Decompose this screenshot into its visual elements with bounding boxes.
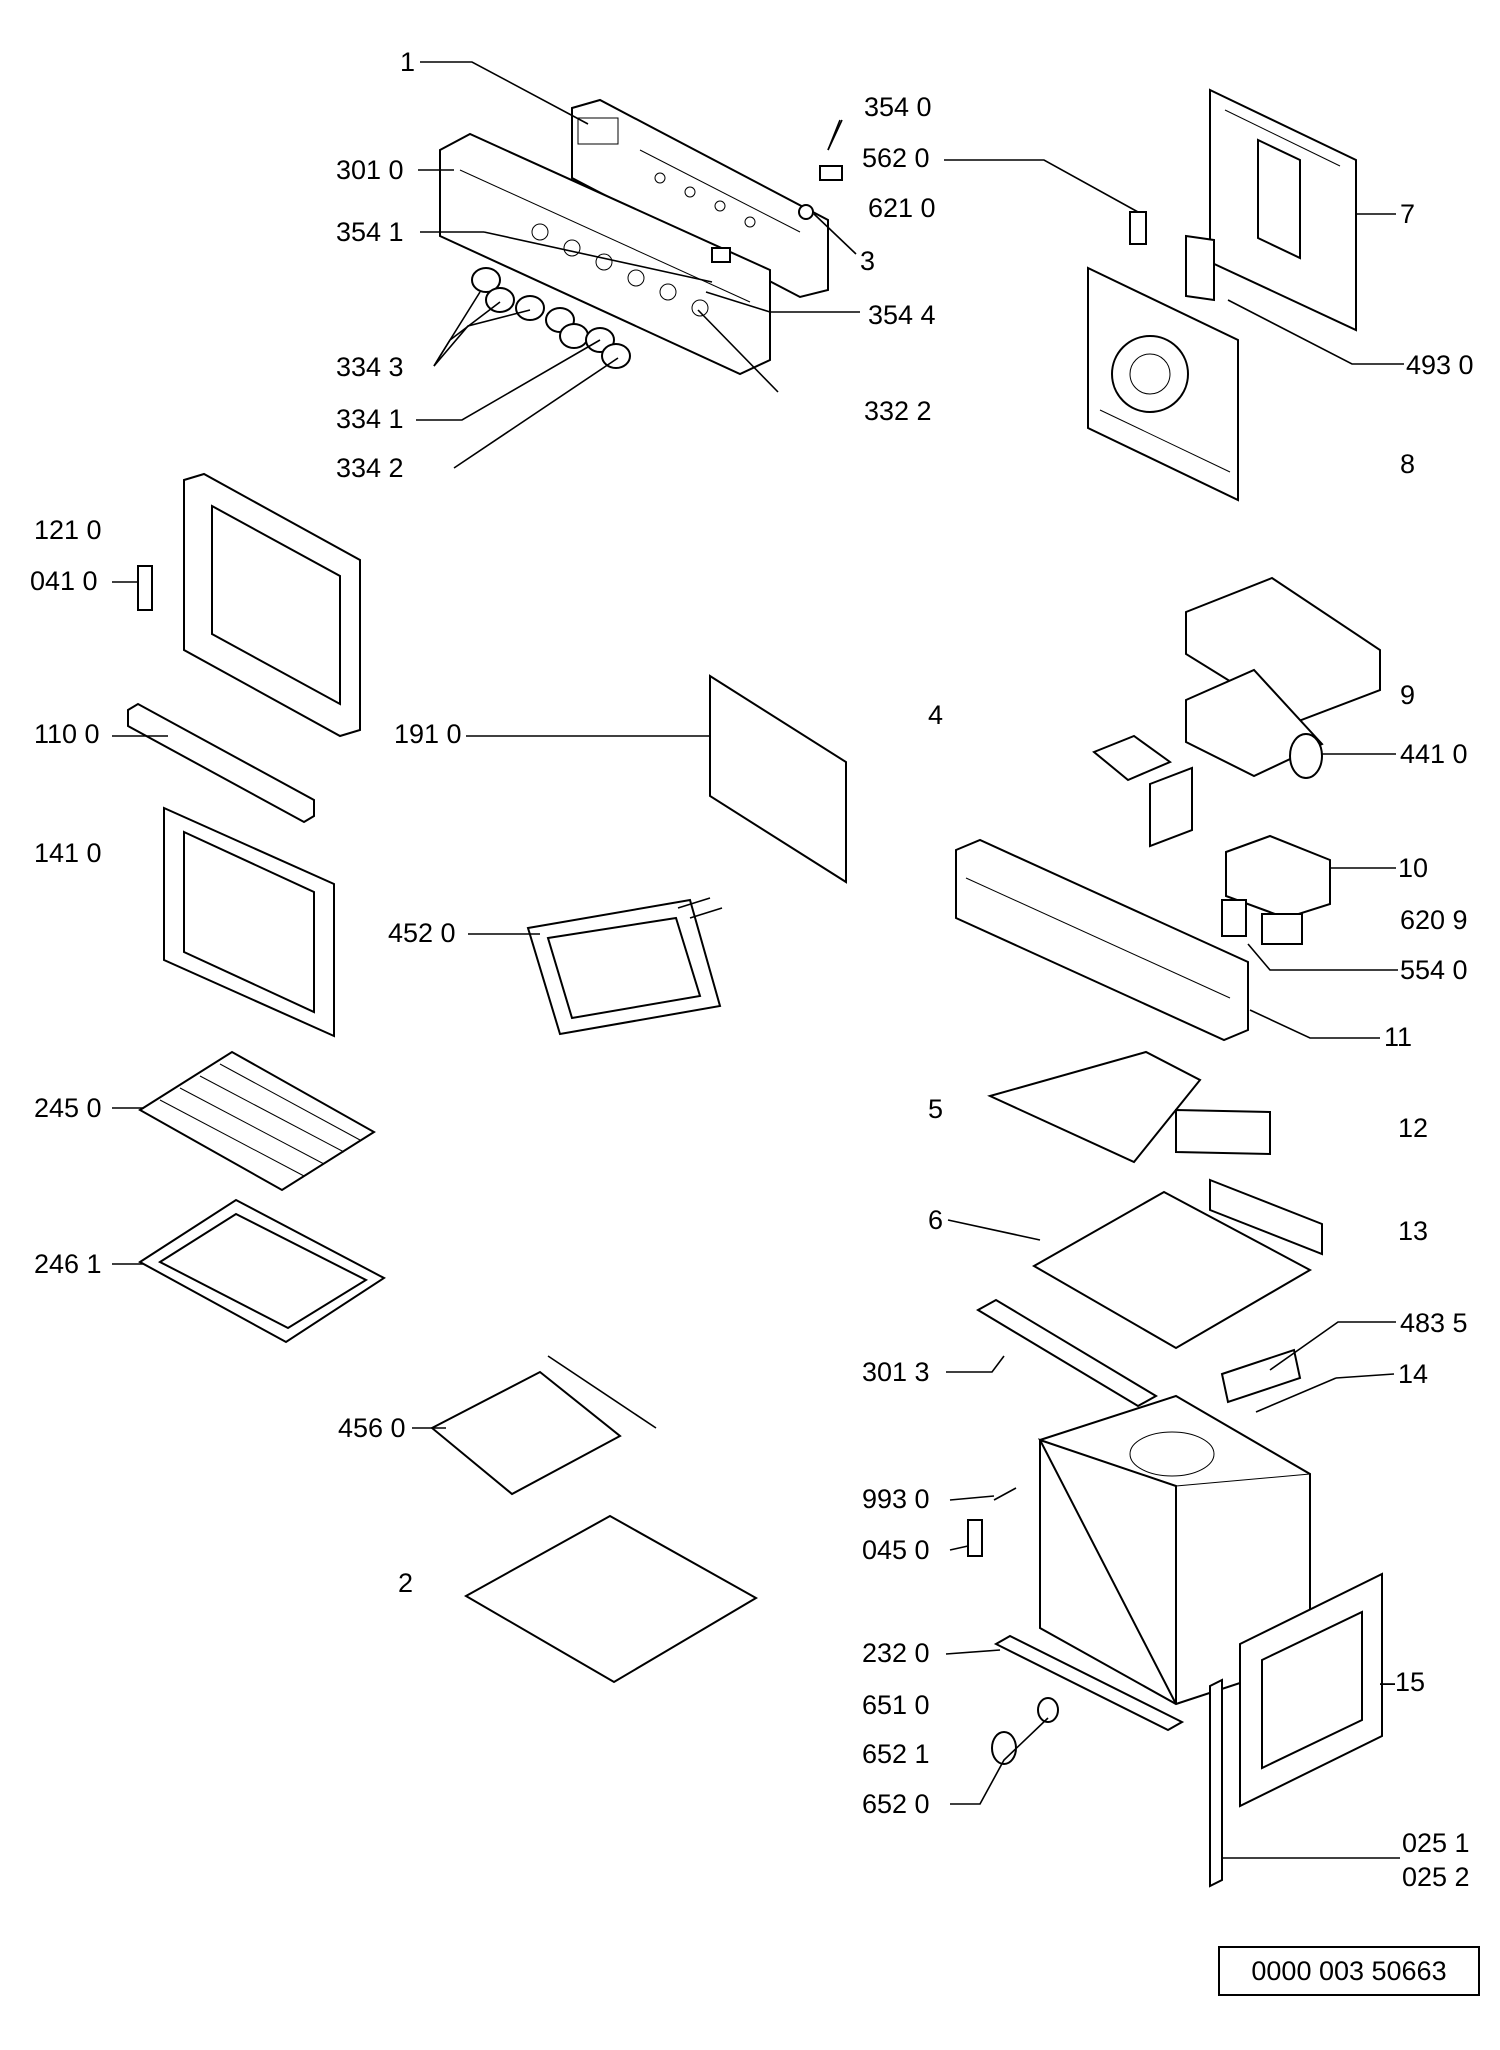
part-label-332-2: 332 2 — [864, 396, 932, 426]
oven-floor-tray — [463, 1514, 759, 1684]
part-label-7: 7 — [1400, 199, 1416, 229]
rear-cover-panel — [1209, 88, 1357, 332]
part-label-354-0: 354 0 — [864, 92, 932, 122]
part-label-045-0: 045 0 — [862, 1535, 930, 1565]
part-label-334-2: 334 2 — [336, 453, 404, 483]
wire-shelf — [138, 1050, 376, 1192]
part-label-334-3: 334 3 — [336, 352, 404, 382]
part-label-4: 4 — [928, 700, 944, 730]
part-label-025-1: 025 1 — [1402, 1828, 1470, 1858]
part-label-1: 1 — [400, 47, 416, 77]
part-label-191-0: 191 0 — [394, 719, 462, 749]
side-trim-strip — [1209, 1678, 1223, 1888]
part-label-141-0: 141 0 — [34, 838, 102, 868]
part-label-15: –15 — [1380, 1667, 1426, 1697]
lamp-assembly — [991, 1697, 1059, 1765]
part-label-452-0: 452 0 — [388, 918, 456, 948]
fan-back-plate — [1087, 266, 1239, 502]
part-label-110-0: 110 0 — [34, 719, 100, 749]
part-label-562-0: 562 0 — [862, 143, 930, 173]
part-label-493-0: 493 0 — [1406, 350, 1474, 380]
fan-cover-top — [1185, 576, 1381, 724]
fan-motor-housing — [1185, 668, 1324, 779]
part-label-8: 8 — [1400, 449, 1416, 479]
part-label-483-5: 483 5 — [1400, 1308, 1468, 1338]
part-label-301-3: 301 3 — [862, 1357, 930, 1387]
part-label-334-1: 334 1 — [336, 404, 404, 434]
part-label-2: 2 — [398, 1568, 414, 1598]
door-frame — [183, 472, 361, 738]
part-label-554-0: 554 0 — [1400, 955, 1468, 985]
part-label-441-0: 441 0 — [1400, 739, 1468, 769]
rack-runner-tray — [430, 1355, 657, 1496]
part-label-9: 9 — [1400, 680, 1416, 710]
part-label-652-0: 652 0 — [862, 1789, 930, 1819]
part-label-354-4: 354 4 — [868, 300, 936, 330]
leader-lines — [112, 61, 1404, 1859]
small-switch-parts — [711, 119, 1147, 263]
terminal-box — [1221, 834, 1331, 945]
baking-tray — [138, 1198, 386, 1344]
document-number-box: 0000 003 50663 — [1218, 1946, 1480, 1996]
inner-door-glass — [163, 806, 335, 1038]
lamp-part — [993, 1487, 1017, 1501]
part-label-3: 3 — [860, 246, 876, 276]
part-label-651-0: 651 0 — [862, 1690, 930, 1720]
part-label-025-2: 025 2 — [1402, 1862, 1470, 1892]
door-hinge — [137, 565, 153, 611]
part-label-456-0: 456 0 — [338, 1413, 406, 1443]
part-label-14: 14 — [1398, 1359, 1429, 1389]
control-knobs — [471, 267, 631, 369]
part-label-621-0: 621 0 — [868, 193, 936, 223]
part-label-6: 6 — [928, 1205, 944, 1235]
grill-element — [526, 897, 723, 1036]
part-label-11: 11 — [1384, 1022, 1413, 1052]
top-heat-shield — [987, 1050, 1202, 1164]
part-label-652-1: 652 1 — [862, 1739, 930, 1769]
fan-bracket — [1185, 234, 1215, 302]
top-bracket — [1175, 1108, 1271, 1156]
part-label-245-0: 245 0 — [34, 1093, 102, 1123]
part-label-620-9: 620 9 — [1400, 905, 1468, 935]
part-label-246-1: 246 1 — [34, 1249, 102, 1279]
rod-14 — [1255, 1377, 1337, 1413]
control-panel-bracket — [571, 98, 829, 299]
oven-top-plate — [1031, 1178, 1323, 1350]
side-panel-frame — [1239, 1572, 1383, 1808]
part-label-993-0: 993 0 — [862, 1484, 930, 1514]
part-label-232-0: 232 0 — [862, 1638, 930, 1668]
cavity-bracket — [967, 1519, 983, 1557]
part-label-301-0: 301 0 — [336, 155, 404, 185]
part-label-121-0: 121 0 — [34, 515, 102, 545]
door-handle — [127, 702, 315, 824]
part-label-12: 12 — [1398, 1113, 1429, 1143]
door-glass-pane — [709, 674, 847, 884]
part-label-354-1: 354 1 — [336, 217, 404, 247]
front-trim-strip — [976, 1298, 1158, 1408]
part-label-10: 10 — [1398, 853, 1429, 883]
cooling-duct — [955, 838, 1249, 1042]
bottom-front-rail — [993, 1634, 1185, 1732]
part-label-5: 5 — [928, 1094, 944, 1124]
part-label-041-0: 041 0 — [30, 566, 98, 596]
fan-grille — [1092, 734, 1193, 848]
part-label-13: 13 — [1398, 1216, 1429, 1246]
